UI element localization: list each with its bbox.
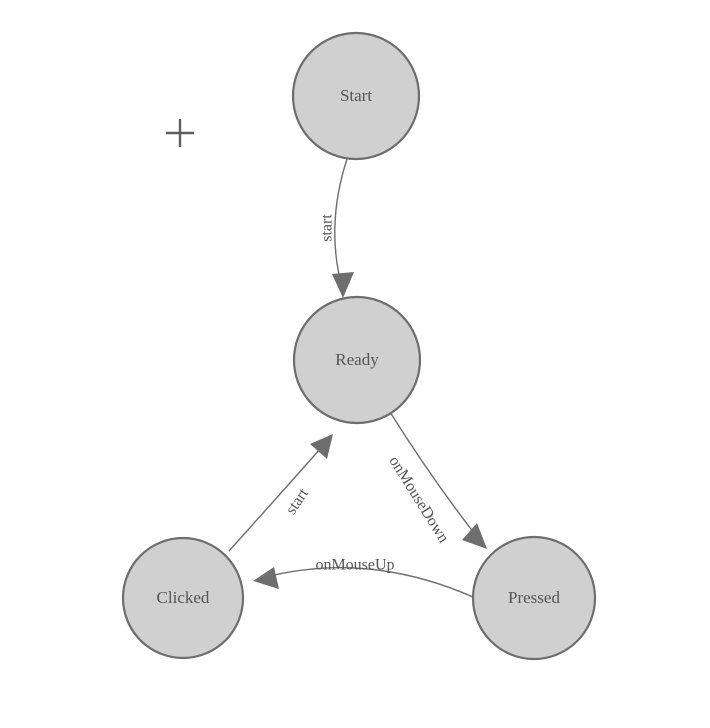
edge-path: [334, 158, 348, 291]
node-shape: [291, 31, 421, 161]
crosshair-icon: [166, 119, 194, 147]
node-label: Clicked: [157, 588, 210, 607]
node-shape: [121, 536, 245, 660]
arrowhead-icon: [462, 523, 487, 549]
edge-path: [389, 411, 482, 543]
edge-label-group: onMouseDown: [385, 453, 452, 546]
arrowhead-icon: [310, 434, 333, 459]
node-shape: [471, 535, 597, 661]
node-label: Start: [340, 86, 372, 105]
edge-label-group: start: [319, 214, 336, 242]
edge-label-group: onMouseUp: [315, 557, 394, 574]
node-label: Pressed: [508, 588, 560, 607]
node-clicked[interactable]: Clicked: [121, 536, 245, 660]
node-label: Ready: [335, 350, 379, 369]
edge-path: [261, 566, 474, 598]
node-shape: [292, 295, 422, 425]
edge-label-group: start: [283, 485, 313, 518]
node-pressed[interactable]: Pressed: [471, 535, 597, 661]
node-ready[interactable]: Ready: [292, 295, 422, 425]
arrowhead-icon: [332, 272, 354, 298]
edge-label: onMouseDown: [385, 453, 452, 546]
arrowhead-icon: [253, 567, 279, 589]
edge-pressed-to-clicked[interactable]: onMouseUp: [253, 557, 474, 598]
edge-clicked-to-ready[interactable]: start: [228, 434, 333, 552]
edge-start-to-ready[interactable]: start: [319, 158, 354, 298]
edge-label: start: [319, 214, 336, 242]
node-start[interactable]: Start: [291, 31, 421, 161]
edge-label: onMouseUp: [315, 557, 394, 574]
edge-ready-to-pressed[interactable]: onMouseDown: [385, 411, 487, 549]
edge-path: [228, 440, 328, 552]
edge-label: start: [283, 485, 313, 518]
